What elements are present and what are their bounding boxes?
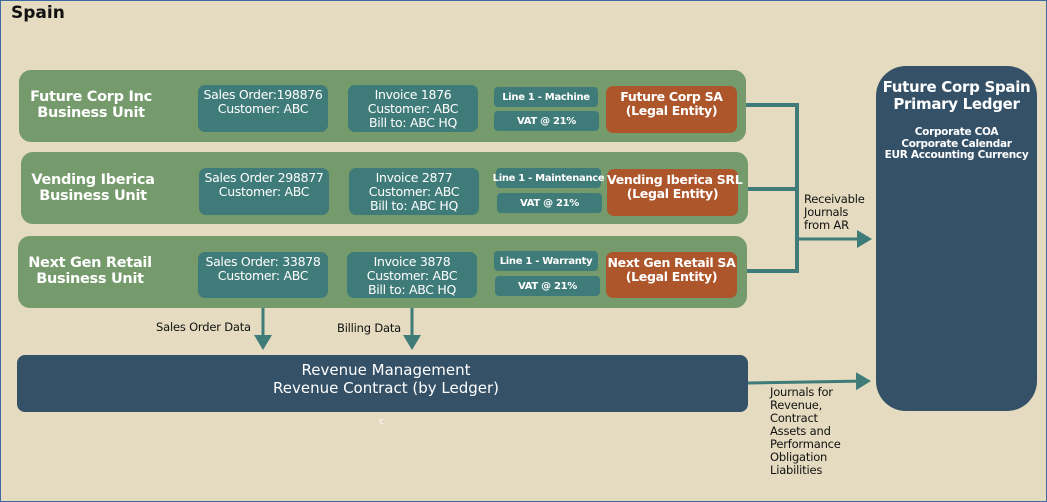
receivable-journals-label: Receivable Journals from AR (804, 192, 865, 232)
vat-box[interactable]: VAT @ 21% (495, 276, 600, 296)
vat-box[interactable]: VAT @ 21% (494, 111, 599, 131)
legal-entity-box[interactable]: Future Corp SA (Legal Entity) (606, 86, 737, 133)
invoice-line-box[interactable]: Line 1 - Maintenance (493, 168, 605, 188)
sales-order-data-label: Sales Order Data (156, 320, 251, 334)
invoice-box[interactable]: Invoice 3878 Customer: ABC Bill to: ABC … (347, 252, 477, 298)
revenue-management-box[interactable]: Revenue Management Revenue Contract (by … (17, 355, 748, 412)
revenue-management-text: Revenue Management Revenue Contract (by … (272, 361, 500, 397)
arrow-journals (747, 372, 871, 391)
invoice-line-box[interactable]: Line 1 - Warranty (494, 251, 598, 271)
revenue-journals-label: Journals for Revenue, Contract Assets an… (770, 385, 841, 477)
revenue-note: c (379, 417, 384, 427)
vat-box[interactable]: VAT @ 21% (497, 193, 602, 213)
legal-entity-box[interactable]: Vending Iberica SRL (Legal Entity) (607, 169, 743, 216)
business-unit-name: Future Corp Inc Business Unit (30, 89, 152, 121)
invoice-line-box[interactable]: Line 1 - Machine (494, 87, 598, 107)
sales-order-box[interactable]: Sales Order 298877 Customer: ABC (199, 168, 329, 215)
invoice-box[interactable]: Invoice 1876 Customer: ABC Bill to: ABC … (348, 85, 478, 132)
legal-entity-box[interactable]: Next Gen Retail SA (Legal Entity) (606, 252, 737, 298)
ledger-title: Future Corp Spain Primary Ledger (882, 78, 1031, 113)
sales-order-box[interactable]: Sales Order: 33878 Customer: ABC (198, 252, 328, 298)
primary-ledger-box[interactable]: Future Corp Spain Primary Ledger Corpora… (876, 66, 1037, 411)
business-unit-name: Vending Iberica Business Unit (31, 172, 155, 204)
billing-data-label: Billing Data (337, 321, 401, 335)
business-unit-name: Next Gen Retail Business Unit (28, 255, 152, 287)
invoice-box[interactable]: Invoice 2877 Customer: ABC Bill to: ABC … (349, 168, 479, 215)
sales-order-box[interactable]: Sales Order:198876 Customer: ABC (198, 85, 328, 132)
ledger-details: Corporate COA Corporate Calendar EUR Acc… (884, 126, 1029, 161)
diagram-title: Spain (11, 3, 65, 23)
